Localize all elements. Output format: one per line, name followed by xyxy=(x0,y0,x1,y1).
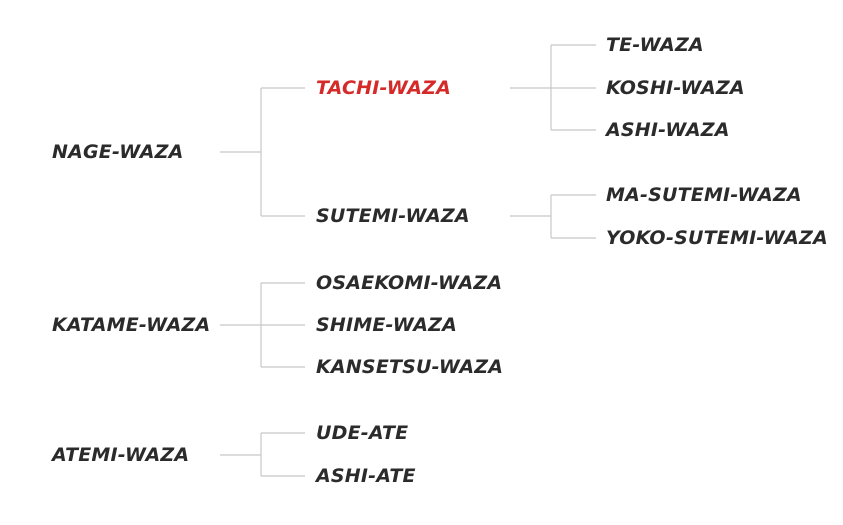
node-te-waza: TE-WAZA xyxy=(606,34,704,56)
node-osaekomi-waza: OSAEKOMI-WAZA xyxy=(316,272,503,294)
node-tachi-waza: TACHI-WAZA xyxy=(316,77,452,99)
node-atemi-waza: ATEMI-WAZA xyxy=(52,444,190,466)
node-ashi-waza: ASHI-WAZA xyxy=(606,119,730,141)
node-sutemi-waza: SUTEMI-WAZA xyxy=(316,205,470,227)
node-shime-waza: SHIME-WAZA xyxy=(316,314,458,336)
node-katame-waza: KATAME-WAZA xyxy=(52,314,211,336)
node-ashi-ate: ASHI-ATE xyxy=(316,465,416,487)
node-ude-ate: UDE-ATE xyxy=(316,422,409,444)
node-yoko-sutemi-waza: YOKO-SUTEMI-WAZA xyxy=(606,227,828,249)
node-nage-waza: NAGE-WAZA xyxy=(52,141,184,163)
node-kansetsu-waza: KANSETSU-WAZA xyxy=(316,356,504,378)
node-ma-sutemi-waza: MA-SUTEMI-WAZA xyxy=(606,184,802,206)
node-koshi-waza: KOSHI-WAZA xyxy=(606,77,745,99)
